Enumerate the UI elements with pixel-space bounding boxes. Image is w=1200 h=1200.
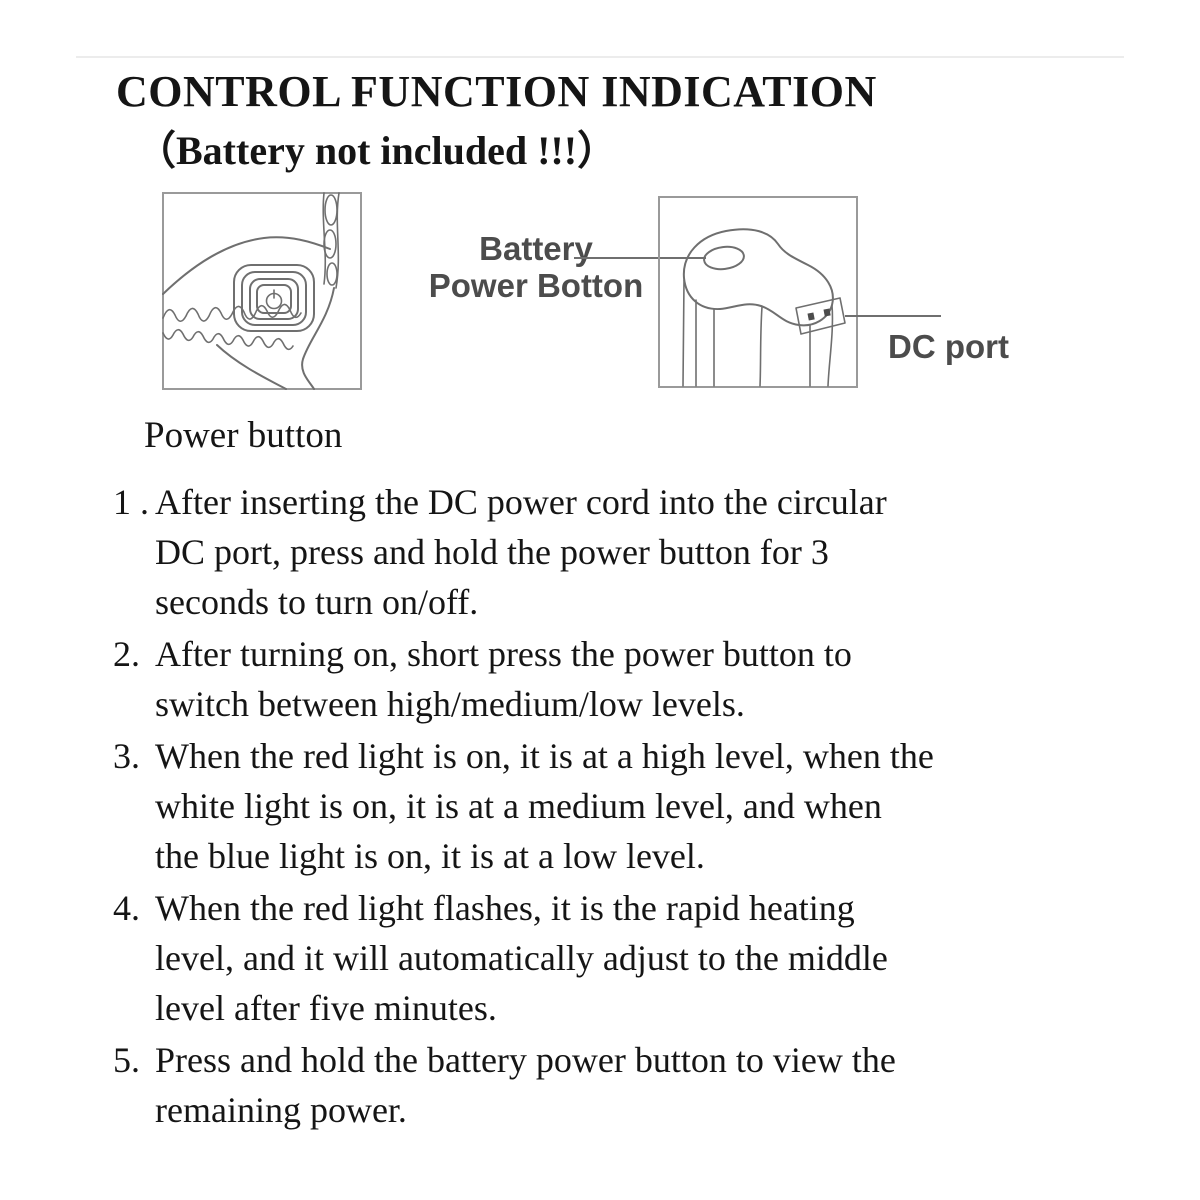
dc-port-leader-line <box>845 315 941 317</box>
dc-port-shape <box>795 297 846 335</box>
garment-bottom-edge <box>216 344 287 390</box>
list-marker: 1 . <box>113 482 149 522</box>
instruction-item: 1 . After inserting the DC power cord in… <box>113 477 1123 627</box>
instruction-item: 4. When the red light flashes, it is the… <box>113 883 1123 1033</box>
instruction-line: After inserting the DC power cord into t… <box>155 482 887 522</box>
knit-cuff <box>162 303 302 351</box>
list-marker: 4. <box>113 888 140 928</box>
page-top-rule <box>76 56 1124 58</box>
instruction-line: switch between high/medium/low levels. <box>155 684 745 724</box>
battery-body-lines <box>682 279 834 387</box>
garment-side-seam <box>301 287 335 390</box>
dc-port-label: DC port <box>888 328 1009 365</box>
figure-frame <box>658 196 858 388</box>
battery-figure <box>658 196 858 388</box>
power-button-icon <box>233 264 315 332</box>
instruction-line: After turning on, short press the power … <box>155 634 852 674</box>
battery-power-button-oval <box>703 245 745 271</box>
instruction-line: white light is on, it is at a medium lev… <box>155 786 882 826</box>
instruction-line: remaining power. <box>155 1090 407 1130</box>
battery-outline <box>682 228 834 327</box>
page-title: CONTROL FUNCTION INDICATION <box>116 67 877 116</box>
list-marker: 5. <box>113 1040 140 1080</box>
item-lines: After turning on, short press the power … <box>155 629 1123 729</box>
instruction-line: seconds to turn on/off. <box>155 582 479 622</box>
item-lines: After inserting the DC power cord into t… <box>155 477 1123 627</box>
item-lines: When the red light is on, it is at a hig… <box>155 731 1123 881</box>
instruction-line: DC port, press and hold the power button… <box>155 532 829 572</box>
battery-power-button-label-line1: Battery <box>479 230 593 267</box>
figure-caption: Power button <box>144 415 343 456</box>
instruction-line: level after five minutes. <box>155 988 497 1028</box>
instruction-line: When the red light flashes, it is the ra… <box>155 888 855 928</box>
cord <box>322 192 340 289</box>
garment-outline <box>162 236 331 295</box>
instruction-item: 5. Press and hold the battery power butt… <box>113 1035 1123 1135</box>
instruction-line: level, and it will automatically adjust … <box>155 938 888 978</box>
page-subtitle: （Battery not included !!!） <box>136 128 618 173</box>
battery-power-button-label-line2: Power Botton <box>428 267 644 304</box>
instruction-line: When the red light is on, it is at a hig… <box>155 736 934 776</box>
item-lines: Press and hold the battery power button … <box>155 1035 1123 1135</box>
instruction-item: 3. When the red light is on, it is at a … <box>113 731 1123 881</box>
battery-drawing <box>658 196 858 388</box>
instruction-line: Press and hold the battery power button … <box>155 1040 896 1080</box>
battery-power-button-label: Battery Power Botton <box>408 230 664 304</box>
power-button-figure <box>162 192 362 390</box>
instruction-list: 1 . After inserting the DC power cord in… <box>113 477 1123 1135</box>
instruction-item: 2. After turning on, short press the pow… <box>113 629 1123 729</box>
item-lines: When the red light flashes, it is the ra… <box>155 883 1123 1033</box>
figure-frame <box>162 192 362 390</box>
battery-leader-line <box>574 257 706 259</box>
list-marker: 2. <box>113 634 140 674</box>
list-marker: 3. <box>113 736 140 776</box>
power-button-drawing <box>162 192 362 390</box>
instruction-line: the blue light is on, it is at a low lev… <box>155 836 705 876</box>
